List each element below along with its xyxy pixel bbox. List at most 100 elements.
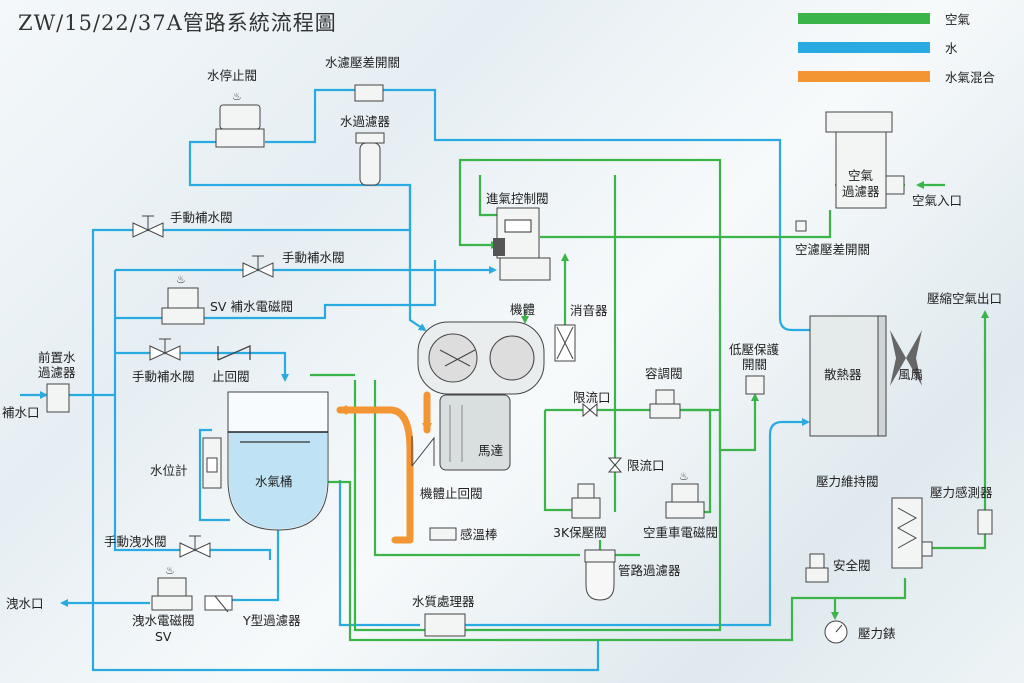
- pre-filter-label-line1: 前置水: [38, 350, 76, 365]
- water-stop-valve-body: [215, 128, 265, 148]
- mixed-pipes: [336, 391, 432, 544]
- air-pipe-control-2: [478, 175, 497, 217]
- legend-swatch-water: [798, 42, 930, 53]
- restrictor-1-symbol: [582, 402, 598, 418]
- intake-control-valve-actuator: [493, 238, 505, 256]
- pressure-sensor: [977, 509, 993, 535]
- water-treatment-body: [424, 613, 466, 637]
- water-pipe-to-treatment: [338, 480, 420, 627]
- pressure-sensor-label: 壓力感測器: [930, 485, 993, 500]
- manual-fill-valve-2[interactable]: [242, 255, 274, 278]
- cooler-body: [809, 315, 879, 437]
- water-filter[interactable]: [355, 132, 385, 186]
- pressure-maintain-valve[interactable]: [891, 497, 933, 569]
- motor: [439, 394, 511, 471]
- air-end-screw-lines: [439, 349, 476, 367]
- air-filter-dp-switch-label: 空濾壓差開關: [795, 242, 870, 257]
- pre-filter-label-line2: 過濾器: [38, 365, 76, 380]
- air-pipe-intake: [540, 210, 832, 239]
- water-stop-valve[interactable]: ♨: [215, 90, 265, 148]
- intake-control-valve-label: 進氣控制閥: [486, 191, 549, 206]
- line-filter-bowl: [585, 561, 615, 601]
- safety-valve-body: [805, 567, 829, 583]
- air-pipe-control-loop: [353, 158, 722, 632]
- legend-label-air: 空氣: [945, 12, 970, 27]
- tank-water: [229, 432, 327, 529]
- sv-fill-solenoid-heat-icon: ♨: [176, 273, 186, 286]
- manual-fill-valve-1-handle: [142, 215, 154, 230]
- unload-solenoid[interactable]: ♨: [665, 470, 705, 519]
- pressure-gauge-needle: [835, 624, 843, 633]
- water-filter-label: 水過濾器: [340, 114, 391, 129]
- line-filter[interactable]: [584, 549, 616, 601]
- drain-solenoid[interactable]: ♨: [151, 564, 193, 611]
- drain-solenoid-label-line2: SV: [155, 629, 172, 644]
- capacity-valve-label: 容調閥: [645, 366, 683, 381]
- capacity-valve-head: [655, 389, 675, 405]
- motor-label: 馬達: [478, 443, 504, 458]
- manual-fill-valve-2-label: 手動補水閥: [282, 250, 345, 265]
- pressure-sensor-body: [977, 509, 993, 535]
- water-pipe-cooler-return: [265, 88, 812, 332]
- water-filter-dp-switch[interactable]: [354, 84, 384, 102]
- water-treatment-label: 水質處理器: [412, 594, 475, 609]
- water-pipe-to-airend: [408, 185, 427, 332]
- air-pipe-low-pressure: [680, 393, 759, 452]
- manual-fill-valve-1[interactable]: [132, 215, 164, 238]
- pressure-maintain-valve-spring: [896, 507, 918, 549]
- legend-label-mixed: 水氣混合: [945, 70, 996, 85]
- air-pipe-outlet: [930, 310, 989, 550]
- manual-fill-valve-3-handle: [159, 338, 171, 353]
- y-strainer-body: [204, 595, 233, 613]
- pre-filter-body: [46, 383, 70, 413]
- temp-sensor: [429, 527, 457, 541]
- fan-icon: [890, 330, 922, 386]
- capacity-valve[interactable]: [649, 389, 681, 419]
- low-pressure-switch-label-line2: 開關: [742, 357, 767, 372]
- safety-valve[interactable]: [805, 553, 829, 583]
- water-pipe-level-gauge: [198, 428, 230, 522]
- air-end-rotor-male: [428, 333, 478, 383]
- air-filter[interactable]: [825, 111, 905, 209]
- sv-fill-solenoid[interactable]: ♨: [161, 273, 205, 325]
- y-strainer[interactable]: [204, 595, 233, 613]
- low-pressure-switch: [745, 375, 765, 395]
- air-end-check-valve-symbol: [411, 436, 435, 467]
- air-pipe-pm-valve: [310, 480, 907, 642]
- fill-inlet-label: 補水口: [2, 405, 40, 420]
- min-pressure-valve-head: [577, 483, 595, 499]
- manual-fill-valve-3[interactable]: [149, 338, 181, 361]
- pre-filter[interactable]: [46, 383, 70, 413]
- level-gauge-label: 水位計: [150, 463, 188, 478]
- silencer: [554, 324, 576, 362]
- temp-sensor-body: [429, 527, 457, 541]
- manual-drain-valve-handle: [189, 535, 201, 550]
- tank: [227, 391, 329, 531]
- safety-valve-head: [809, 553, 825, 569]
- water-treatment[interactable]: [424, 613, 466, 637]
- manual-drain-valve[interactable]: [179, 535, 211, 558]
- motor-body: [439, 394, 511, 471]
- air-inlet-label: 空氣入口: [912, 193, 962, 208]
- fan-label: 風扇: [898, 367, 923, 382]
- air-end-rotor-female: [489, 335, 535, 381]
- check-valve[interactable]: [217, 345, 251, 361]
- air-filter-label-line1: 空氣: [848, 168, 873, 183]
- air-pipe-tank-to-filter: [373, 380, 580, 557]
- cooler: [809, 315, 887, 437]
- mixed-pipe-to-tank: [336, 405, 414, 544]
- min-pressure-valve[interactable]: [571, 483, 601, 519]
- unload-solenoid-heat-icon: ♨: [679, 470, 689, 483]
- water-pipe-sv-fill: [115, 260, 437, 320]
- pressure-maintain-valve-port: [921, 541, 933, 557]
- air-filter-inlet-port: [885, 175, 905, 195]
- low-pressure-switch-body: [745, 375, 765, 395]
- check-valve-label: 止回閥: [212, 369, 250, 384]
- air-end-check-valve[interactable]: [411, 436, 435, 467]
- compressed-air-outlet-label: 壓縮空氣出口: [927, 291, 1002, 306]
- intake-control-valve-spring: [504, 219, 532, 233]
- diagram-title: ZW/15/22/37A管路系統流程圖: [18, 11, 337, 35]
- line-filter-cap: [584, 549, 616, 563]
- intake-control-valve[interactable]: [493, 207, 551, 281]
